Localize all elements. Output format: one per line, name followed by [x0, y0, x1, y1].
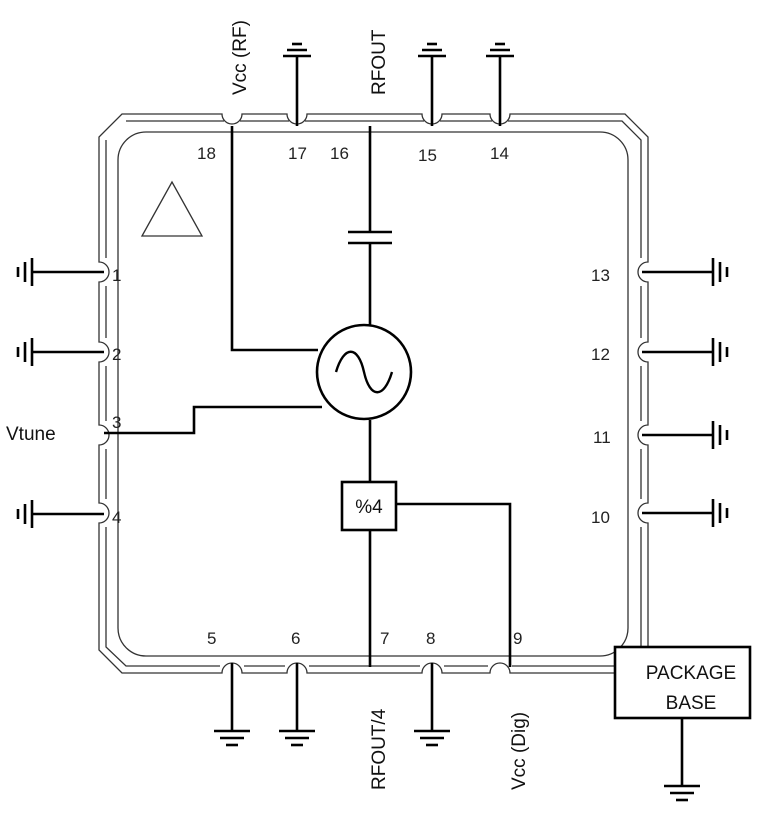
- internal-wiring: [104, 126, 512, 667]
- package-base-line1: PACKAGE: [646, 663, 736, 684]
- ground-pin-15-icon: [418, 42, 446, 126]
- pin-7-label: 7: [380, 629, 389, 648]
- vcc-dig-label: Vcc (Dig): [509, 712, 530, 790]
- divider-label: %4: [355, 497, 383, 518]
- rfout4-label: RFOUT/4: [369, 708, 390, 790]
- rfout-label: RFOUT: [369, 29, 390, 95]
- vcc-dig-wire: [396, 502, 512, 667]
- vcc-rf-wire: [230, 126, 318, 352]
- pin-16-label: 16: [330, 144, 349, 163]
- package-base-block: PACKAGE BASE: [613, 645, 752, 802]
- ground-pin-2-icon: [16, 338, 104, 366]
- pin-1-label: 1: [112, 266, 121, 285]
- ground-pin-12-icon: [642, 338, 729, 366]
- pin-10-label: 10: [591, 508, 610, 527]
- ground-pin-10-icon: [642, 499, 729, 527]
- ground-pin-4-icon: [16, 500, 104, 528]
- vcc-rf-label: Vcc (RF): [230, 20, 251, 95]
- pin-14-label: 14: [490, 144, 509, 163]
- ground-package-base-icon: [664, 718, 700, 802]
- pin-4-label: 4: [112, 508, 121, 527]
- ground-pin-1-icon: [16, 258, 104, 286]
- ground-pin-14-icon: [486, 42, 514, 126]
- ground-pin-17-icon: [283, 42, 311, 126]
- sine-wave-icon: [334, 350, 394, 394]
- ground-pin-13-icon: [642, 258, 729, 286]
- ground-pin-11-icon: [642, 421, 729, 449]
- pin-6-label: 6: [291, 629, 300, 648]
- pin-5-label: 5: [207, 629, 216, 648]
- right-ground-symbols: [642, 258, 729, 527]
- divider-block: %4: [340, 480, 398, 532]
- signal-labels: Vcc (RF) RFOUT Vtune RFOUT/4 Vcc (Dig): [6, 20, 530, 790]
- vtune-wire: [104, 405, 322, 435]
- pin-17-label: 17: [288, 144, 307, 163]
- pin1-indicator-triangle: [140, 180, 204, 237]
- ground-pin-8-icon: [414, 663, 450, 747]
- pin-2-label: 2: [112, 345, 121, 364]
- pin-11-label: 11: [593, 428, 611, 447]
- ground-pin-6-icon: [279, 663, 315, 747]
- pin-15-label: 15: [418, 146, 437, 165]
- pin-8-label: 8: [426, 629, 435, 648]
- bottom-ground-symbols: [214, 663, 450, 747]
- pin-13-label: 13: [591, 266, 610, 285]
- pin-18-label: 18: [197, 144, 216, 163]
- top-ground-symbols: [283, 42, 514, 126]
- pin-9-label: 9: [513, 629, 522, 648]
- vtune-label: Vtune: [6, 424, 56, 445]
- left-ground-symbols: [16, 258, 104, 528]
- pin-3-label: 3: [112, 413, 121, 432]
- oscillator-symbol: [315, 323, 413, 421]
- package-base-line2: BASE: [666, 693, 717, 714]
- pin-numbers: 1 2 3 4 5 6 7 8 9 10 11 12 13 14 15 16 1…: [112, 144, 611, 648]
- ground-pin-5-icon: [214, 663, 250, 747]
- pin-12-label: 12: [591, 345, 610, 364]
